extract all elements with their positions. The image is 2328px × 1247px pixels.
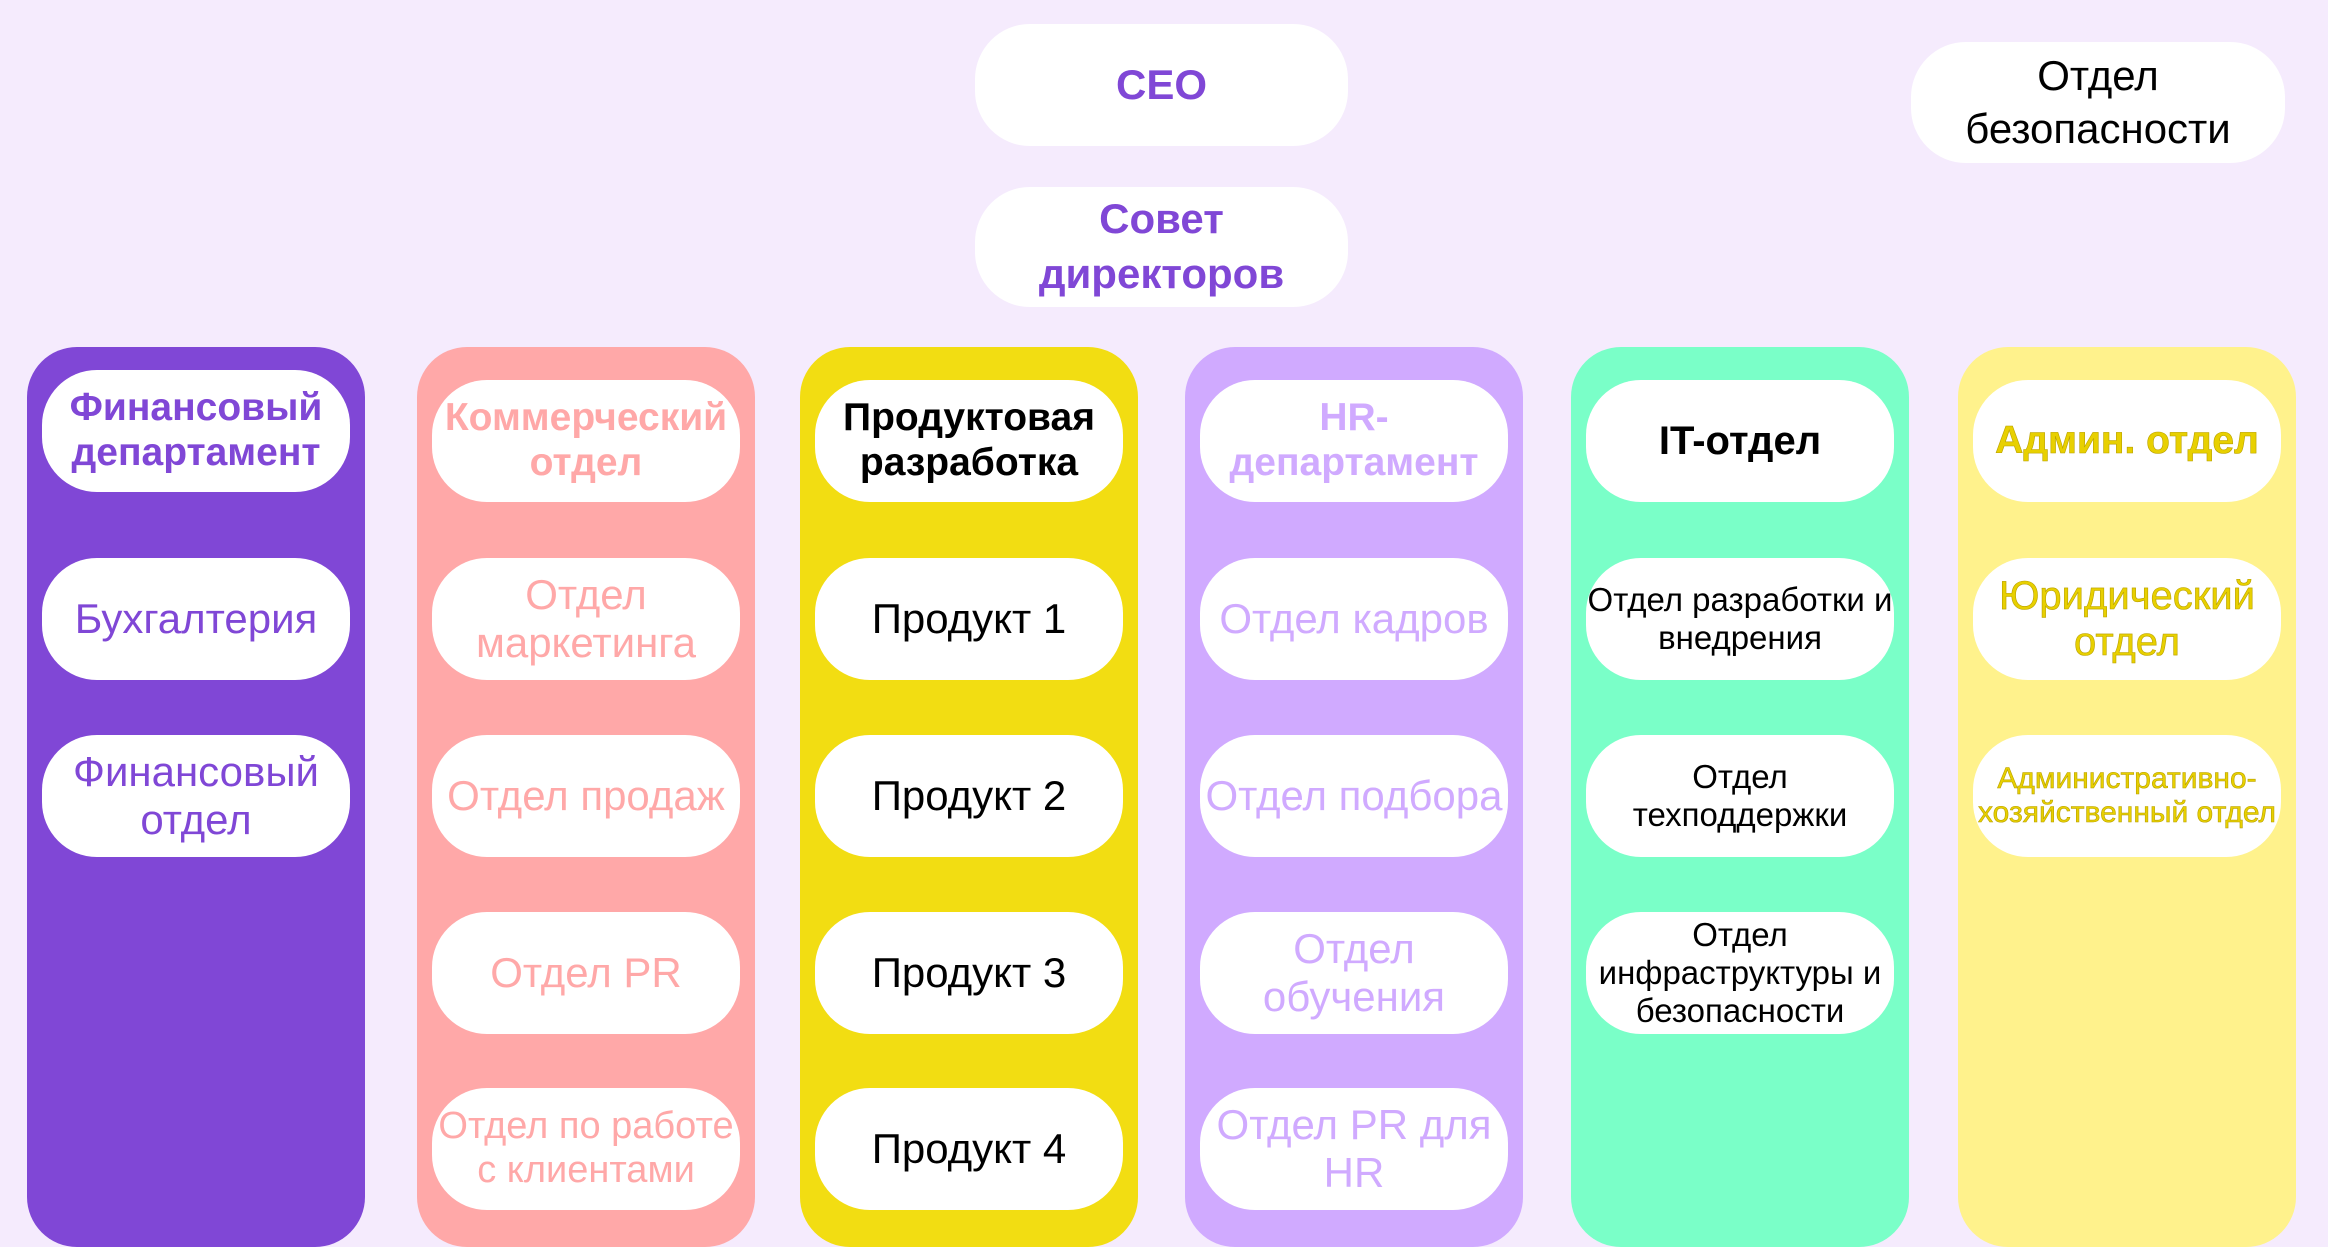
sub-department-box-label: Продукт 2: [871, 771, 1067, 819]
security-label: Отдел безопасности: [1965, 52, 2231, 152]
security-department-box: Отдел безопасности: [1911, 42, 2285, 163]
ceo-label: CEO: [1115, 61, 1207, 108]
sub-department-box-label: Отдел обучения: [1262, 924, 1446, 1020]
sub-department-box: Отдел инфраструктуры и безопасности: [1586, 912, 1894, 1034]
department-header-commercial-label: Коммерческий отдел: [444, 396, 728, 484]
ceo-box: CEO: [975, 24, 1348, 146]
sub-department-box-label: Юридический отдел: [1999, 574, 2256, 665]
sub-department-box-label: Отдел техподдержки: [1632, 758, 1848, 833]
sub-department-box: Отдел по работе с клиентами: [432, 1088, 740, 1210]
sub-department-box-label: Отдел подбора: [1205, 771, 1503, 819]
sub-department-box: Отдел продаж: [432, 735, 740, 857]
sub-department-box: Административно-хозяйственный отдел: [1973, 735, 2281, 857]
department-header-finance: Финансовый департамент: [42, 370, 350, 492]
sub-department-box-label: Отдел продаж: [447, 771, 725, 819]
sub-department-box-label: Отдел PR для HR: [1216, 1100, 1492, 1196]
department-header-admin-label: Админ. отдел: [1995, 418, 2259, 462]
department-header-hr-label: HR-департамент: [1229, 396, 1479, 484]
department-header-it: IT-отдел: [1586, 380, 1894, 502]
sub-department-box: Финансовый отдел: [42, 735, 350, 857]
sub-department-box: Отдел PR для HR: [1200, 1088, 1508, 1210]
sub-department-box: Отдел кадров: [1200, 558, 1508, 680]
sub-department-box-label: Отдел кадров: [1219, 594, 1489, 642]
sub-department-box: Юридический отдел: [1973, 558, 2281, 680]
sub-department-box-label: Продукт 1: [871, 594, 1067, 642]
department-header-hr: HR-департамент: [1200, 380, 1508, 502]
sub-department-box-label: Бухгалтерия: [74, 594, 318, 642]
sub-department-box-label: Административно-хозяйственный отдел: [1977, 761, 2277, 829]
sub-department-box-label: Отдел разработки и внедрения: [1587, 581, 1893, 656]
department-header-commercial: Коммерческий отдел: [432, 380, 740, 502]
department-header-product-label: Продуктовая разработка: [843, 396, 1095, 484]
sub-department-box-label: Продукт 4: [871, 1124, 1067, 1172]
sub-department-box: Отдел обучения: [1200, 912, 1508, 1034]
sub-department-box-label: Отдел PR: [490, 948, 682, 996]
sub-department-box: Продукт 1: [815, 558, 1123, 680]
sub-department-box: Отдел PR: [432, 912, 740, 1034]
sub-department-box-label: Отдел маркетинга: [475, 570, 697, 666]
sub-department-box: Отдел техподдержки: [1586, 735, 1894, 857]
sub-department-box: Отдел разработки и внедрения: [1586, 558, 1894, 680]
sub-department-box-label: Отдел по работе с клиентами: [438, 1105, 734, 1191]
sub-department-box: Отдел маркетинга: [432, 558, 740, 680]
board-label: Совет директоров: [1038, 195, 1285, 297]
board-of-directors-box: Совет директоров: [975, 187, 1348, 307]
department-header-finance-label: Финансовый департамент: [69, 386, 323, 474]
sub-department-box: Продукт 2: [815, 735, 1123, 857]
sub-department-box: Продукт 4: [815, 1088, 1123, 1210]
sub-department-box: Продукт 3: [815, 912, 1123, 1034]
sub-department-box-label: Продукт 3: [871, 948, 1067, 996]
sub-department-box: Бухгалтерия: [42, 558, 350, 680]
department-header-product: Продуктовая разработка: [815, 380, 1123, 502]
department-header-it-label: IT-отдел: [1658, 419, 1822, 463]
sub-department-box-label: Финансовый отдел: [73, 747, 319, 843]
department-header-admin: Админ. отдел: [1973, 380, 2281, 502]
sub-department-box: Отдел подбора: [1200, 735, 1508, 857]
sub-department-box-label: Отдел инфраструктуры и безопасности: [1598, 916, 1882, 1029]
